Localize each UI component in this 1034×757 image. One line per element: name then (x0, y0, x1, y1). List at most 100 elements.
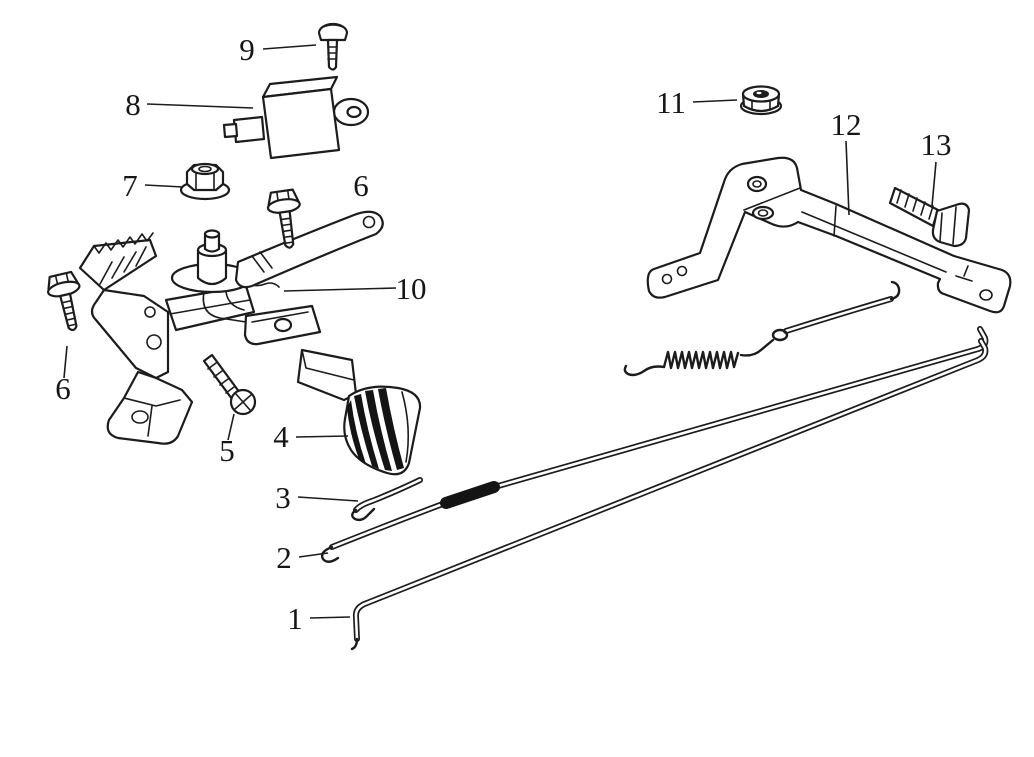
spring-coils (662, 350, 740, 370)
knob-stripe (354, 394, 379, 469)
foot-plate (106, 370, 194, 445)
part-13-hex-bolt (888, 186, 971, 248)
foot-slot (955, 275, 973, 282)
callouts: 9 8 7 6 10 6 5 4 3 2 1 11 12 13 (55, 32, 951, 636)
middle-plate-bend (169, 299, 251, 315)
leader-line-6-left (63, 345, 68, 379)
pivot-link (202, 291, 247, 323)
serration-fins (99, 246, 147, 285)
knob-stripe (378, 388, 404, 470)
callout-6-left: 6 (55, 371, 71, 406)
rod (354, 339, 987, 641)
spring-hook-right (739, 338, 775, 357)
body-front (261, 87, 341, 160)
nut-hole (198, 165, 212, 173)
callout-2: 2 (276, 540, 292, 575)
part-6-flange-bolt-left (47, 270, 81, 332)
leader-line-13 (931, 161, 937, 207)
callout-11: 11 (656, 85, 686, 120)
leader-line-8 (146, 103, 254, 109)
leader-line-12 (845, 140, 850, 216)
part-outline (646, 156, 1012, 314)
leader-line-10 (283, 287, 397, 292)
bolt-head (931, 202, 971, 248)
threads (207, 362, 235, 394)
threads (896, 189, 934, 220)
bend-line (801, 211, 947, 273)
part-7-flange-nut (179, 162, 231, 201)
rod (330, 327, 987, 549)
spring-hook-left (623, 364, 666, 377)
boss-hole (751, 205, 775, 221)
part-4-throttle-knob (343, 385, 422, 476)
head-slot (322, 24, 344, 28)
callout-1: 1 (287, 601, 303, 636)
foot-hole (131, 410, 149, 424)
callout-4: 4 (273, 419, 289, 454)
top-arm (234, 210, 384, 289)
part-6-flange-bolt-upper (266, 188, 301, 249)
knob-stripe (365, 390, 392, 471)
lower-plate-bend (251, 311, 309, 323)
foot-bend (123, 397, 181, 437)
part-10-control-plate-assembly (78, 210, 384, 445)
part-11-flange-nut (739, 85, 783, 116)
callout-5: 5 (219, 433, 235, 468)
part-2-throttle-rod (320, 326, 989, 563)
threads (280, 217, 293, 244)
screw-head (317, 22, 349, 42)
leader-line-4 (295, 435, 349, 438)
rod (329, 326, 989, 550)
phillips-cross (234, 393, 252, 411)
leader-line-11 (692, 99, 738, 103)
rod-hook (351, 507, 376, 522)
clip (251, 251, 273, 273)
hole (746, 175, 768, 193)
nut-hole-glint (756, 91, 762, 95)
part-12-control-bracket (646, 156, 1012, 314)
knob-ridge (401, 391, 410, 463)
callout-8: 8 (125, 87, 141, 122)
callout-13: 13 (921, 127, 952, 162)
threads (327, 46, 337, 60)
leader-line-9 (262, 44, 317, 50)
bracket-hole (144, 306, 156, 318)
leader-line-3 (297, 496, 359, 502)
bend-line (833, 205, 837, 237)
serrated-block (78, 238, 158, 292)
spring-eye (771, 328, 789, 342)
part-3-rod-end (351, 477, 423, 522)
governor-spring-and-link (623, 280, 901, 377)
pivot-cylinder (196, 248, 228, 286)
lower-plate-hole (273, 317, 293, 333)
foot-notch (963, 265, 969, 277)
head-facet (939, 206, 957, 245)
callout-3: 3 (275, 480, 291, 515)
leader-lines (63, 44, 937, 619)
pivot-post-top (203, 229, 221, 239)
screw-shaft (326, 38, 339, 71)
hole (752, 180, 762, 188)
callout-7: 7 (122, 168, 138, 203)
rod-sleeve (440, 481, 500, 509)
foot-hole (979, 289, 993, 301)
leader-line-1 (309, 616, 351, 619)
link-wire-hook (889, 280, 901, 301)
callout-6-upper: 6 (353, 168, 369, 203)
mount-tab-hole (346, 105, 362, 119)
nut-top (190, 162, 220, 176)
part-8-stop-solenoid (222, 75, 370, 160)
foot-hole (676, 265, 688, 277)
serration-teeth (93, 232, 154, 254)
lever-block (296, 348, 358, 402)
part-5-phillips-screw (202, 353, 257, 416)
threads (62, 299, 76, 327)
rod (354, 478, 422, 512)
lever-block-bend (301, 349, 355, 381)
pivot-post (203, 232, 221, 253)
link-wire (784, 297, 893, 333)
rod-foot (350, 637, 359, 651)
plunger (232, 115, 266, 144)
